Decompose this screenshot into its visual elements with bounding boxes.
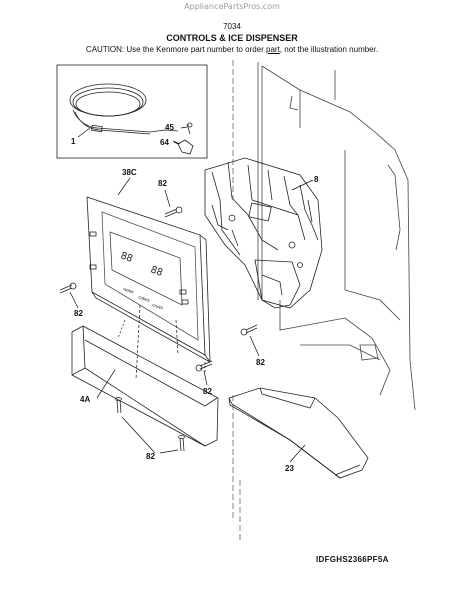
cabinet-outline — [232, 60, 241, 540]
callout-82-top: 82 — [158, 179, 167, 188]
caution-text-end: , not the illustration number. — [279, 45, 379, 54]
page-header: 7034 CONTROLS & ICE DISPENSER CAUTION: U… — [0, 22, 464, 56]
callout-8: 8 — [314, 175, 319, 184]
panel-screw-dots — [117, 304, 206, 381]
display-right-digits: 88 — [149, 264, 164, 278]
callout-38c: 38C — [122, 168, 137, 177]
page-number: 7034 — [223, 22, 241, 31]
panel-button-cubes: cubes — [138, 294, 152, 303]
callout-4a: 4A — [80, 395, 90, 404]
control-panel-38c — [86, 196, 211, 363]
screw-82-vertical — [115, 397, 122, 414]
callouts: 1 45 64 38C 82 8 82 82 4A 82 82 23 — [71, 123, 319, 473]
caution-note: CAUTION: Use the Kenmore part number to … — [0, 44, 464, 56]
panel-button-crush: crush — [152, 302, 165, 311]
screw-82-left — [59, 282, 77, 294]
caution-text: CAUTION: Use the Kenmore part number to … — [85, 45, 266, 54]
callout-45: 45 — [165, 123, 174, 132]
trim-strip-4a — [71, 325, 219, 447]
leader-lines — [69, 126, 314, 463]
panel-button-water: water — [123, 286, 136, 295]
drip-tray-23 — [228, 387, 369, 479]
door-frame — [257, 62, 416, 411]
callout-64: 64 — [160, 138, 169, 147]
caution-part-link[interactable]: part — [266, 45, 280, 54]
tube-inset — [56, 64, 208, 159]
screw-82-mid — [195, 360, 213, 372]
watermark: AppliancePartsPros.com — [184, 2, 280, 11]
screw-82-bottom — [178, 435, 185, 452]
callout-82-right: 82 — [256, 358, 265, 367]
page-title: CONTROLS & ICE DISPENSER — [166, 33, 298, 43]
screw-82-right — [240, 324, 258, 336]
panel-display: 88 88 water cubes crush — [119, 250, 164, 310]
callout-82-mid: 82 — [203, 387, 212, 396]
display-left-digits: 88 — [119, 250, 134, 264]
screw-82-top — [164, 206, 183, 218]
diagram-code: IDFGHS2366PF5A — [316, 555, 389, 564]
callout-82-bottom: 82 — [146, 452, 155, 461]
clip-part-64 — [173, 139, 194, 155]
callout-23: 23 — [285, 464, 294, 473]
callout-1: 1 — [71, 137, 76, 146]
dispenser-housing-8 — [204, 157, 323, 309]
screw-part-45 — [186, 122, 193, 135]
callout-82-left: 82 — [74, 309, 83, 318]
